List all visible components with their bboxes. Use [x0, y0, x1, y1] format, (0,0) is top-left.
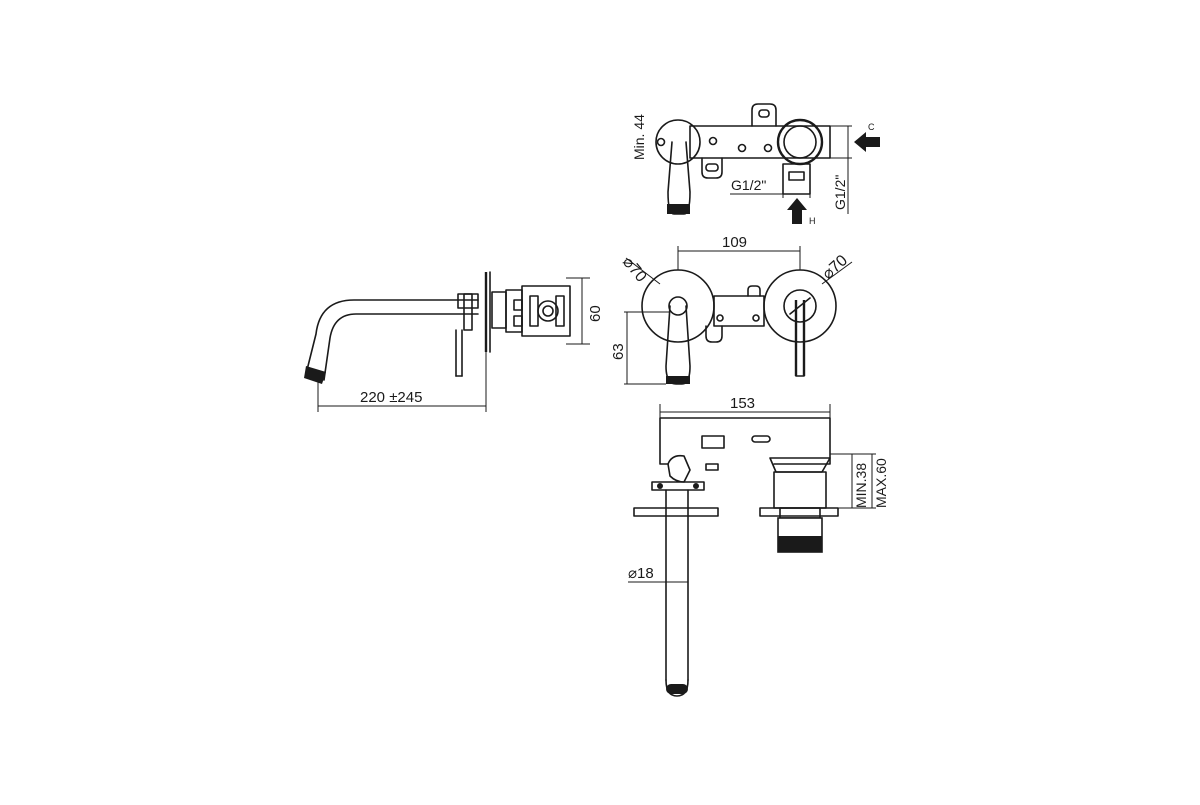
- dim-dia70-left: ⌀70: [619, 254, 650, 286]
- dim-g12-bottom: G1/2": [731, 177, 766, 193]
- dim-60: 60: [587, 305, 604, 322]
- dim-dia18: ⌀18: [628, 565, 654, 582]
- arrow-c-icon: [854, 132, 880, 152]
- label-h: H: [809, 216, 816, 226]
- dim-min-38: MIN.38: [853, 463, 869, 508]
- dim-109: 109: [722, 234, 747, 251]
- dim-153: 153: [730, 395, 755, 412]
- top-view: Min. 44 G1/2" G1/2" C H: [631, 103, 880, 226]
- dim-min-44: Min. 44: [631, 114, 647, 160]
- plan-view: 153 MIN.38 MAX.60 ⌀18: [628, 395, 889, 697]
- dim-g12-side: G1/2": [832, 175, 848, 210]
- dim-max-60: MAX.60: [873, 458, 889, 508]
- side-view: 60 220 ±245: [304, 271, 604, 412]
- dim-63: 63: [610, 343, 627, 360]
- dim-220-245: 220 ±245: [360, 389, 422, 406]
- label-c: C: [868, 122, 875, 132]
- arrow-h-icon: [787, 198, 807, 224]
- front-view: 109 ⌀70 ⌀70 63: [610, 234, 853, 385]
